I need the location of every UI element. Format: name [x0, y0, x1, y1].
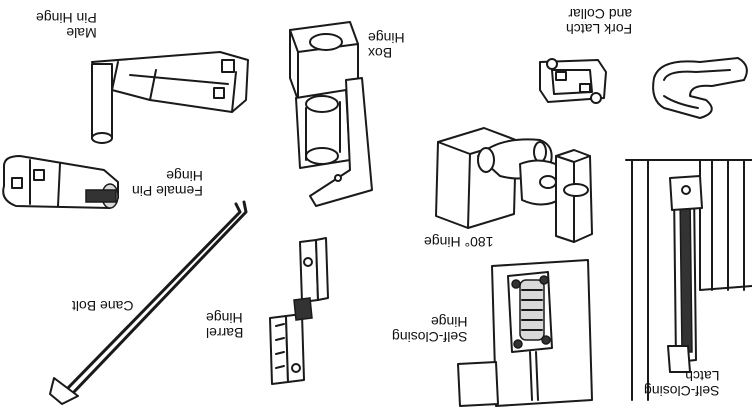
- hinge-180-drawing: [435, 127, 593, 243]
- male-pin-hinge-label-line2: Pin Hinge: [36, 10, 97, 26]
- self-closing-hinge-label-line2: Hinge: [430, 314, 468, 330]
- female-pin-hinge-label: Female Pin Hinge: [132, 168, 203, 199]
- self-closing-latch-label-line1: Self-Closing: [644, 383, 720, 399]
- self-closing-hinge-drawing: [457, 259, 593, 407]
- self-closing-latch-label-line2: Latch: [685, 368, 720, 384]
- self-closing-hinge-label: Self-Closing Hinge: [392, 314, 468, 345]
- box-hinge-drawing: [289, 21, 373, 207]
- cane-bolt-label-text: Cane Bolt: [72, 298, 134, 314]
- self-closing-hinge-label-line1: Self-Closing: [392, 329, 468, 345]
- barrel-hinge-label-line1: Barrel: [206, 325, 244, 341]
- male-pin-hinge-label-line1: Male: [66, 25, 97, 41]
- barrel-hinge-drawing: [269, 237, 329, 385]
- male-pin-hinge-label: Male Pin Hinge: [36, 10, 97, 41]
- fork-latch-label-line1: Fork Latch: [566, 21, 633, 37]
- box-hinge-label-line1: Box: [368, 45, 393, 61]
- cane-bolt-drawing: [49, 200, 248, 405]
- female-pin-hinge-label-line1: Female Pin: [132, 183, 203, 199]
- barrel-hinge-label-line2: Hinge: [206, 310, 243, 326]
- box-hinge-label: Box Hinge: [368, 30, 405, 61]
- self-closing-latch-label: Self-Closing Latch: [644, 368, 720, 399]
- fork-latch-drawing: [539, 57, 748, 119]
- male-pin-hinge-drawing: [91, 51, 249, 144]
- fork-latch-label: Fork Latch and Collar: [566, 6, 633, 37]
- female-pin-hinge-label-line2: Hinge: [166, 168, 203, 184]
- female-pin-hinge-drawing: [2, 155, 119, 209]
- cane-bolt-label: Cane Bolt: [72, 298, 134, 314]
- hinge-180-label: 180° Hinge: [424, 234, 494, 250]
- self-closing-latch-drawing: [625, 159, 752, 401]
- hinge-180-label-text: 180° Hinge: [424, 234, 494, 250]
- barrel-hinge-label: Barrel Hinge: [206, 310, 244, 341]
- fork-latch-label-line2: and Collar: [568, 6, 633, 22]
- box-hinge-label-line2: Hinge: [368, 30, 405, 46]
